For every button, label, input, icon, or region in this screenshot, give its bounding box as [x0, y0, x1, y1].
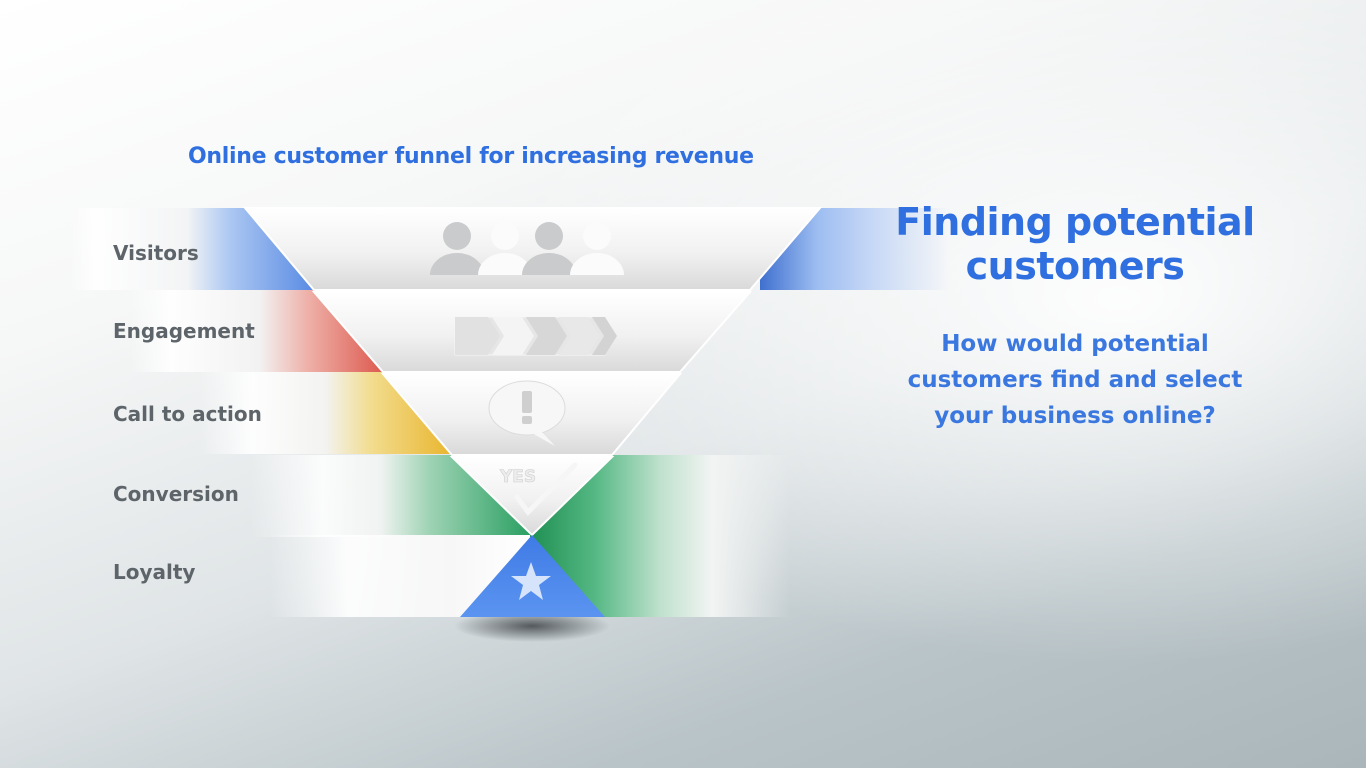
chevron-arrows-icon [454, 316, 617, 356]
stage-label-engagement: Engagement [113, 319, 255, 343]
yes-checkmark-icon: YES [499, 462, 578, 516]
funnel-segment-conversion: YES [449, 456, 615, 537]
people-icon [430, 222, 624, 275]
stage-label-visitors: Visitors [113, 241, 199, 265]
funnel-segment-loyalty [460, 535, 605, 617]
stage-heading: Finding potential customers [895, 200, 1255, 288]
stage-label-loyalty: Loyalty [113, 560, 196, 584]
svg-text:YES: YES [499, 467, 536, 487]
stage-label-conversion: Conversion [113, 482, 239, 506]
stage-label-call-to-action: Call to action [113, 402, 262, 426]
funnel-segment-engagement [311, 291, 753, 373]
exclamation-speech-bubble-icon [488, 380, 566, 446]
funnel-segment-call-to-action [380, 373, 683, 456]
funnel-segment-visitors [242, 207, 823, 291]
slide-title: Online customer funnel for increasing re… [188, 144, 754, 169]
star-icon [511, 562, 551, 600]
stage-question: How would potential customers find and s… [907, 331, 1243, 429]
